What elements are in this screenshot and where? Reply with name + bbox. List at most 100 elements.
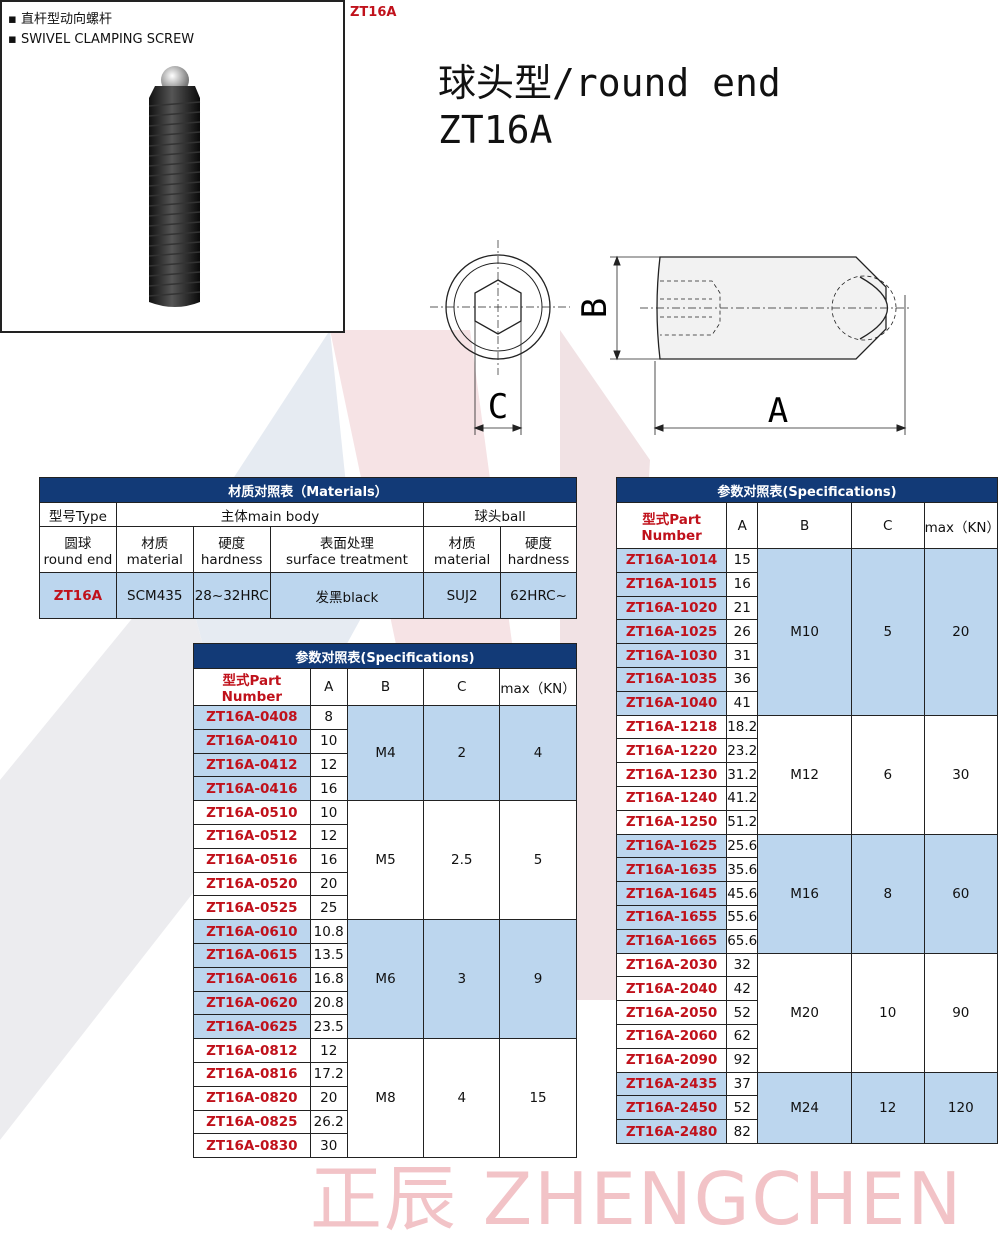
spec-column-header: C: [423, 668, 501, 706]
max-force-cell: 15: [499, 1038, 577, 1159]
material-value: 28~32HRC: [192, 572, 271, 619]
sub-header: 硬度 hardness: [500, 526, 577, 573]
dimension-a-cell: 82: [726, 1119, 759, 1144]
thread-b-cell: M12: [757, 714, 852, 835]
dimension-a-cell: 31: [726, 643, 759, 668]
page-title: 球头型/round end: [438, 61, 781, 105]
dimension-a-cell: 12: [309, 752, 348, 778]
dimension-a-cell: 15: [726, 548, 759, 573]
part-number-cell: ZT16A-0625: [193, 1014, 311, 1040]
spec-column-header: 型式Part Number: [193, 668, 311, 706]
part-number-cell: ZT16A-0610: [193, 919, 311, 944]
part-number-cell: ZT16A-1030: [615, 643, 728, 668]
part-number-cell: ZT16A-1665: [615, 928, 728, 954]
dimension-a-cell: 52: [726, 1000, 759, 1025]
thread-b-cell: M6: [346, 919, 425, 1040]
part-number-cell: ZT16A-0830: [193, 1133, 311, 1159]
dimension-a-cell: 16: [309, 776, 348, 802]
spec-column-header: A: [726, 502, 759, 549]
dimension-a-cell: 10: [309, 728, 348, 754]
dimension-a-cell: 25: [309, 895, 348, 921]
part-number-cell: ZT16A-0816: [193, 1061, 311, 1087]
spec-column-header: B: [346, 668, 425, 706]
dimension-a-cell: 16: [309, 847, 348, 873]
end-view: [430, 240, 570, 435]
part-number-cell: ZT16A-1218: [615, 714, 728, 740]
part-number-cell: ZT16A-1025: [615, 619, 728, 645]
hex-c-cell: 2: [423, 704, 501, 802]
part-number-cell: ZT16A-2040: [615, 976, 728, 1002]
part-number-cell: ZT16A-0520: [193, 871, 311, 897]
part-number-cell: ZT16A-1645: [615, 881, 728, 906]
dimension-a-cell: 18.2: [726, 714, 759, 740]
hex-c-cell: 10: [850, 952, 925, 1073]
part-number-cell: ZT16A-0615: [193, 942, 311, 968]
dimension-a-cell: 41.2: [726, 785, 759, 811]
side-view: [610, 255, 910, 435]
dim-b-label: B: [575, 298, 615, 318]
dimension-a-cell: 21: [726, 595, 759, 621]
body-header: 主体main body: [115, 502, 425, 527]
thread-b-cell: M5: [346, 800, 425, 921]
part-number-cell: ZT16A-2060: [615, 1023, 728, 1049]
spec-column-header: 型式Part Number: [615, 502, 728, 549]
part-number-cell: ZT16A-1220: [615, 738, 728, 764]
dimension-a-cell: 25.6: [726, 833, 759, 859]
part-number-cell: ZT16A-0825: [193, 1109, 311, 1135]
dimension-a-cell: 36: [726, 666, 759, 692]
thread-b-cell: M16: [757, 833, 852, 954]
part-number-cell: ZT16A-1035: [615, 666, 728, 692]
spec-column-header: max（KN）: [499, 668, 577, 706]
dimension-a-cell: 10: [309, 800, 348, 825]
dimension-a-cell: 20.8: [309, 990, 348, 1016]
dim-c-label: C: [488, 387, 508, 427]
screw-photo: [148, 66, 201, 307]
part-number-cell: ZT16A-2435: [615, 1071, 728, 1097]
sub-header: 表面处理 surface treatment: [269, 526, 425, 573]
part-number-cell: ZT16A-1040: [615, 690, 728, 716]
dimension-a-cell: 26: [726, 619, 759, 645]
part-number-cell: ZT16A-1014: [615, 548, 728, 573]
dimension-a-cell: 30: [309, 1133, 348, 1159]
spec-caption: 参数对照表(Specifications): [616, 477, 998, 503]
thread-b-cell: M10: [757, 548, 852, 716]
dimension-a-cell: 42: [726, 976, 759, 1002]
dimension-a-cell: 32: [726, 952, 759, 978]
part-number-cell: ZT16A-2030: [615, 952, 728, 978]
part-number-cell: ZT16A-1020: [615, 595, 728, 621]
hex-c-cell: 5: [850, 548, 925, 716]
part-number-cell: ZT16A-1230: [615, 762, 728, 787]
spec-column-header: max（KN）: [923, 502, 1000, 549]
dimension-a-cell: 16: [726, 571, 759, 597]
spec-caption: 参数对照表(Specifications): [193, 643, 577, 669]
part-number-cell: ZT16A-1625: [615, 833, 728, 859]
dimension-a-cell: 20: [309, 1085, 348, 1111]
dimension-a-cell: 13.5: [309, 942, 348, 968]
spec-column-header: A: [309, 668, 348, 706]
part-number-cell: ZT16A-1250: [615, 809, 728, 835]
materials-table: 材质对照表（Materials） 型号Type 主体main body 球头ba…: [39, 477, 577, 619]
part-number-cell: ZT16A-0620: [193, 990, 311, 1016]
